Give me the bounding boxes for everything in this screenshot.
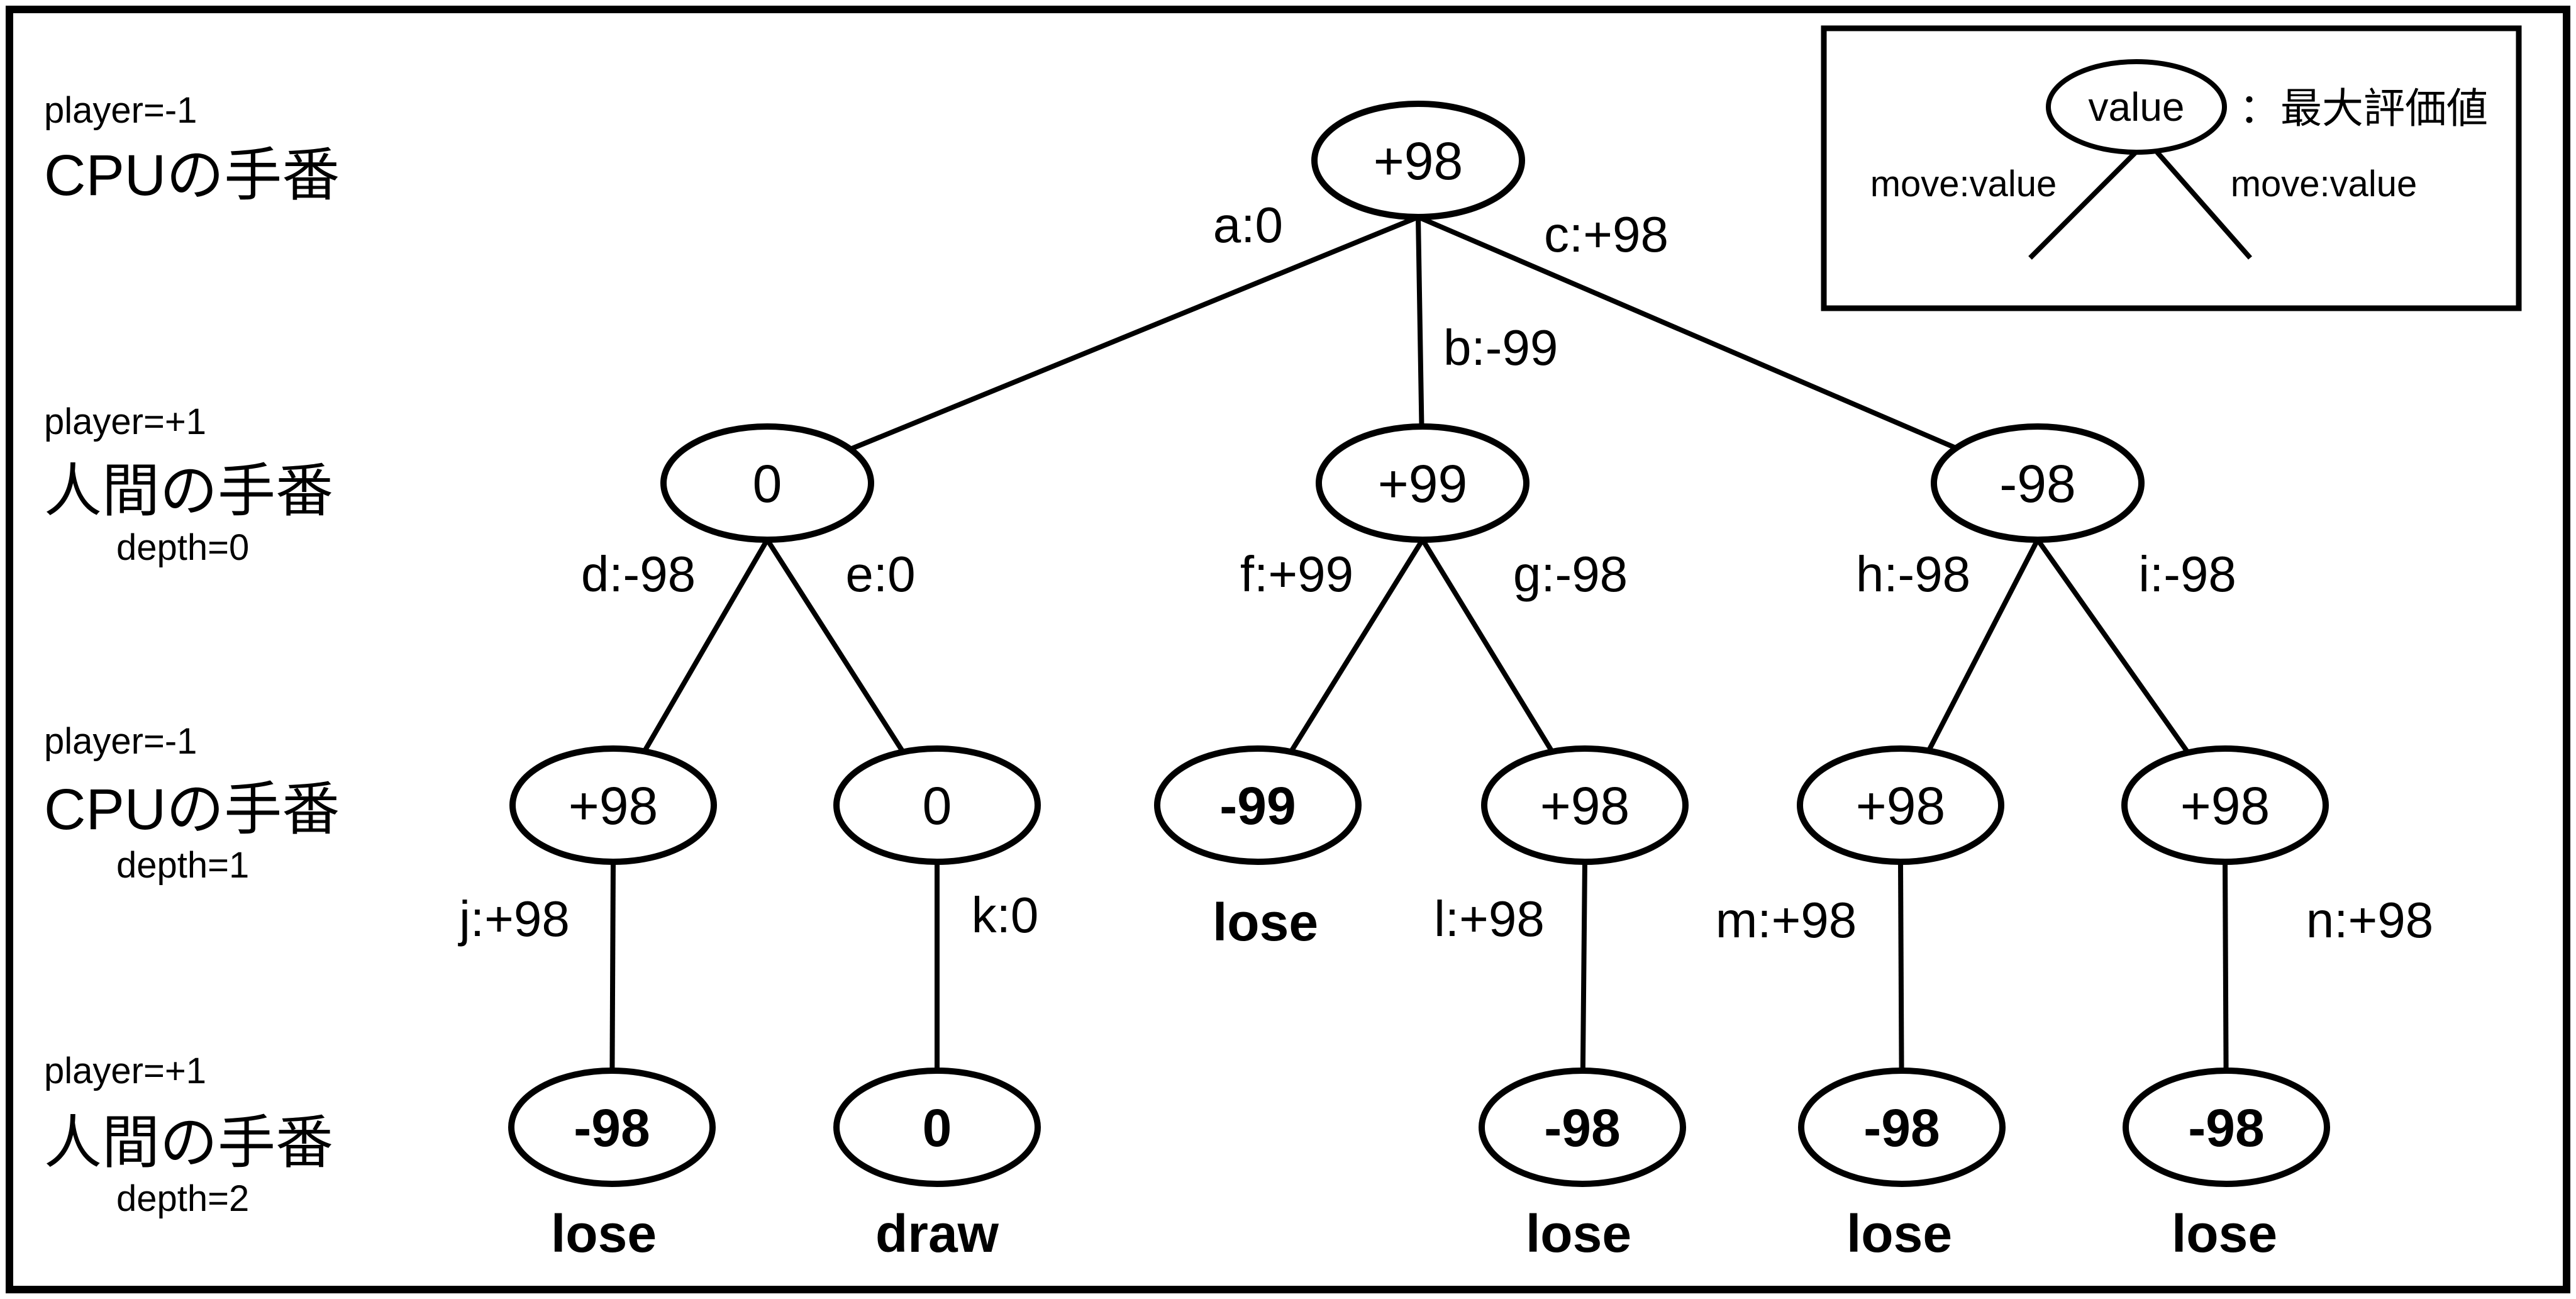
edge-c-line xyxy=(1417,215,2039,486)
leaf-k-value: 0 xyxy=(923,1098,952,1157)
outcome-labels: lose lose draw lose lose lose xyxy=(551,893,2277,1263)
edge-k-label: k:0 xyxy=(972,887,1039,943)
row1-depth-label: depth=0 xyxy=(116,527,249,568)
leaf-k xyxy=(833,1068,1041,1187)
node-root xyxy=(1311,101,1525,220)
outcome-j: lose xyxy=(551,1204,657,1263)
row2-depth-label: depth=1 xyxy=(116,845,249,886)
tree-edges xyxy=(609,215,2229,1128)
edge-g-label: g:-98 xyxy=(1513,546,1628,602)
leaf-n xyxy=(2123,1068,2330,1187)
row2-player-label: player=-1 xyxy=(44,721,197,762)
edge-i-label: i:-98 xyxy=(2138,546,2236,602)
node-b-value: +99 xyxy=(1378,454,1468,513)
node-root-value: +98 xyxy=(1374,131,1463,191)
leaf-j-value: -98 xyxy=(574,1098,650,1157)
node-a-value: 0 xyxy=(753,454,782,513)
edge-e-label: e:0 xyxy=(845,546,915,602)
node-c-value: -98 xyxy=(1999,454,2075,513)
leaf-l xyxy=(1479,1068,1686,1187)
row2-turn-label: CPUの手番 xyxy=(44,778,340,842)
outcome-l: lose xyxy=(1526,1204,1631,1263)
row1-turn-label: 人間の手番 xyxy=(44,459,333,523)
legend-move-left: move:value xyxy=(1870,164,2057,204)
node-h-value: +98 xyxy=(1856,776,1946,835)
edge-l-label: l:+98 xyxy=(1434,891,1545,947)
legend-border xyxy=(1821,25,2522,311)
node-g xyxy=(1481,745,1689,865)
outcome-f: lose xyxy=(1213,893,1318,952)
row-labels: player=-1 CPUの手番 player=+1 人間の手番 depth=0… xyxy=(44,90,340,1219)
row0-player-label: player=-1 xyxy=(44,90,197,131)
legend-node-label: value xyxy=(2089,84,2185,130)
edge-j-label: j:+98 xyxy=(458,891,570,947)
edge-d-label: d:-98 xyxy=(581,546,696,602)
node-d-value: +98 xyxy=(569,776,658,835)
row3-depth-label: depth=2 xyxy=(116,1178,249,1219)
node-a xyxy=(660,423,874,543)
outcome-m: lose xyxy=(1846,1204,1952,1263)
legend-node xyxy=(2046,59,2227,155)
row1-player-label: player=+1 xyxy=(44,401,206,442)
node-h xyxy=(1797,745,2004,865)
legend: value ：最大評価値 move:value move:value xyxy=(1821,25,2522,311)
node-i xyxy=(2121,745,2329,865)
edge-n-label: n:+98 xyxy=(2306,892,2433,948)
node-i-value: +98 xyxy=(2180,776,2270,835)
node-f xyxy=(1154,745,1362,865)
legend-right-edge-line xyxy=(2155,150,2253,260)
edge-labels: a:0 b:-99 c:+98 d:-98 e:0 f:+99 g:-98 h:… xyxy=(458,197,2433,948)
row3-turn-label: 人間の手番 xyxy=(44,1111,333,1175)
edge-h-label: h:-98 xyxy=(1856,546,1970,602)
node-f-value: -99 xyxy=(1219,776,1296,835)
legend-left-edge-line xyxy=(2028,150,2138,260)
edge-f-label: f:+99 xyxy=(1240,546,1353,602)
row3-player-label: player=+1 xyxy=(44,1051,206,1091)
outcome-k: draw xyxy=(875,1204,999,1263)
edge-a-line xyxy=(766,215,1419,486)
edge-c-label: c:+98 xyxy=(1544,206,1668,262)
edge-a-label: a:0 xyxy=(1213,197,1283,253)
tree-nodes: +98 0 +99 -98 +98 0 -99 +98 +98 +98 -98 … xyxy=(508,101,2330,1187)
node-g-value: +98 xyxy=(1540,776,1630,835)
leaf-n-value: -98 xyxy=(2188,1098,2264,1157)
legend-move-right: move:value xyxy=(2231,164,2418,204)
node-e-value: 0 xyxy=(923,776,952,835)
outcome-n: lose xyxy=(2172,1204,2277,1263)
legend-caption: ：最大評価値 xyxy=(2239,85,2488,131)
node-e xyxy=(833,745,1041,865)
edge-b-label: b:-99 xyxy=(1443,320,1558,376)
node-b xyxy=(1316,423,1530,543)
leaf-j xyxy=(508,1068,716,1187)
node-d xyxy=(509,745,717,865)
row0-turn-label: CPUの手番 xyxy=(44,143,340,208)
edge-m-label: m:+98 xyxy=(1716,892,1857,948)
leaf-m-value: -98 xyxy=(1863,1098,1940,1157)
node-c xyxy=(1931,423,2145,543)
outer-border xyxy=(6,6,2570,1293)
leaf-m xyxy=(1798,1068,2006,1187)
leaf-l-value: -98 xyxy=(1544,1098,1620,1157)
